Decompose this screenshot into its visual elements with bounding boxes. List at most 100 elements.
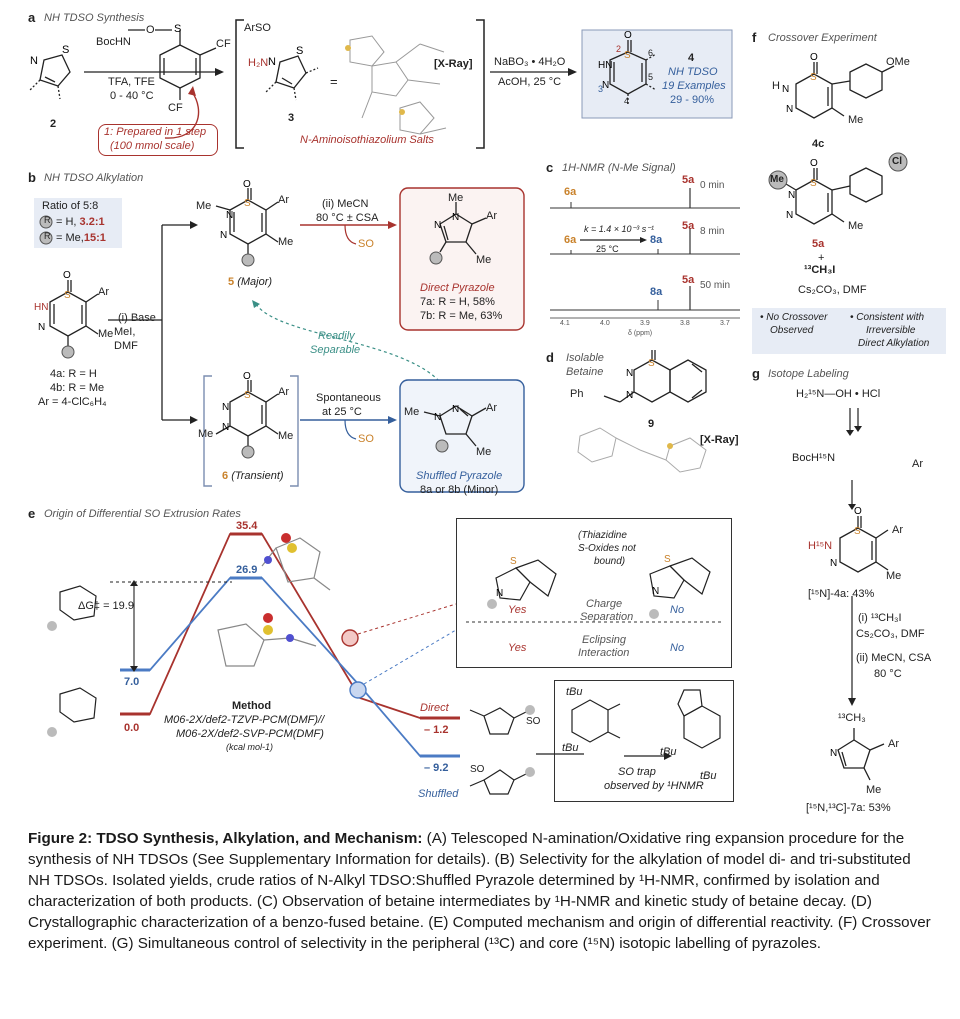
panel-b-label: b <box>28 170 36 185</box>
me-7-n: Me <box>448 192 464 204</box>
svg-text:N: N <box>38 322 45 333</box>
figure-caption: Figure 2: TDSO Synthesis, Alkylation, an… <box>28 828 933 954</box>
direct-pyrazole-title: Direct Pyrazole <box>420 282 495 294</box>
so-extrusion-2: SO <box>358 433 374 445</box>
svg-text:N: N <box>434 220 441 231</box>
isothiazole-2-structure <box>29 54 71 100</box>
salt-anion: ArSO <box>244 22 271 34</box>
nmr-axis-unit: δ (ppm) <box>628 330 653 337</box>
tbu-1: tBu <box>566 686 583 698</box>
ts-structure-2 <box>217 623 317 667</box>
nmr-5a-2: 5a <box>682 220 695 232</box>
nmr-rate: k = 1.4 × 10⁻³ s⁻¹ <box>584 224 655 234</box>
panel-g-label: g <box>752 366 760 381</box>
svg-text:N: N <box>602 80 609 91</box>
s-atom: S <box>62 44 69 56</box>
no-1: No <box>670 604 685 616</box>
so-trap-2: observed by ¹HNMR <box>604 780 704 792</box>
energy-0-0: 0.0 <box>124 722 140 734</box>
g-step-2a: (ii) MeCN, CSA <box>856 652 932 664</box>
ar-7: Ar <box>486 210 497 222</box>
energy-m1-2: – 1.2 <box>424 724 449 736</box>
cond-a2: 0 - 40 °C <box>110 90 154 102</box>
yes-2: Yes <box>508 642 527 654</box>
svg-text:HN: HN <box>598 60 612 71</box>
product-4-box <box>581 29 733 119</box>
direct-label: Direct <box>420 702 449 714</box>
svg-text:S: S <box>810 72 817 83</box>
betaine-6-structure <box>215 380 279 446</box>
svg-text:SO: SO <box>526 716 541 727</box>
cf3-bottom: CF <box>168 102 183 114</box>
svg-text:HN: HN <box>34 302 48 313</box>
svg-text:N: N <box>496 588 503 599</box>
ring-num-6: 6 <box>648 48 654 58</box>
svg-text:N: N <box>452 404 459 415</box>
thia-1: (Thiazidine <box>578 530 627 541</box>
r-circle-1: R <box>44 215 51 225</box>
svg-text:N: N <box>788 190 795 201</box>
cl-label: Cl <box>892 156 902 167</box>
mechanism-box <box>456 518 732 668</box>
ar-definition: Ar = 4-ClC₆H₄ <box>38 396 107 408</box>
oxidant-2: AcOH, 25 °C <box>498 76 562 88</box>
ar-4: Ar <box>98 286 109 298</box>
tbu-3: tBu <box>660 746 677 758</box>
step-1a: (i) Base <box>118 312 156 324</box>
panel-a-label: a <box>28 10 36 25</box>
so-trap-box <box>554 680 734 802</box>
ratio-line-2: = Me,15:1 <box>56 232 106 244</box>
plus-sign: + <box>818 252 825 264</box>
cond-a1: TFA, TFE <box>108 76 155 88</box>
ome-label: OMe <box>886 56 910 68</box>
salt-name: N-Aminoisothiazolium Salts <box>300 134 434 146</box>
svg-text:S: S <box>624 50 631 61</box>
cmpd-6-label: 6 (Transient) <box>222 470 284 482</box>
cmpd-4-label: 4 <box>688 52 695 64</box>
thia-3: bound) <box>594 556 626 567</box>
energy-26-9: 26.9 <box>236 564 258 576</box>
me-7: Me <box>476 254 492 266</box>
product-examples: 19 Examples <box>662 80 726 92</box>
svg-text:N: N <box>452 212 459 223</box>
me-8-n: Me <box>404 406 420 418</box>
h-label: H <box>772 80 780 92</box>
caption-f: (F) Crossover experiment. <box>28 914 931 952</box>
nmr-6a-1: 6a <box>564 186 577 198</box>
nmr-axis-ticks: 4.1 4.0 3.9 3.8 3.7 <box>560 320 730 327</box>
svg-text:N: N <box>626 368 633 379</box>
svg-text:N: N <box>786 210 793 221</box>
note-box <box>98 124 218 156</box>
method-2: M06-2X/def2-SVP-PCM(DMF) <box>176 728 324 740</box>
svg-text:S: S <box>296 45 303 57</box>
g-arf: Ar <box>912 458 923 470</box>
panel-a-scheme: S N S S N H₂N = <box>29 19 733 149</box>
cmpd-4b: 4b: R = Me <box>50 382 105 394</box>
svg-text:O: O <box>854 506 862 517</box>
svg-text:N: N <box>226 210 233 221</box>
yield-7a: 7a: R = H, 58% <box>420 296 495 308</box>
nmr-temp: 25 °C <box>596 244 619 254</box>
tbu-4: tBu <box>700 770 717 782</box>
svg-text:S: S <box>664 554 671 565</box>
energy-diagram <box>47 532 460 758</box>
cmpd-9-label: 9 <box>648 418 655 430</box>
ar-5: Ar <box>278 194 289 206</box>
me-8: Me <box>476 446 492 458</box>
panel-a-title: NH TDSO Synthesis <box>44 12 145 24</box>
svg-text:N: N <box>830 748 837 759</box>
energy-7-0: 7.0 <box>124 676 140 688</box>
caption-c: (C) Observation of betaine intermediates… <box>256 893 847 910</box>
svg-text:N: N <box>786 104 793 115</box>
g-step-1a: (i) ¹³CH₃I <box>858 612 902 624</box>
yield-8: 8a or 8b (Minor) <box>420 484 499 496</box>
me-4c: Me <box>848 114 864 126</box>
svg-text:O: O <box>810 52 818 63</box>
xray-structure <box>349 35 447 135</box>
caption-head: Figure 2: TDSO Synthesis, Alkylation, an… <box>28 830 423 847</box>
me-5a: Me <box>848 220 864 232</box>
yes-1: Yes <box>508 604 527 616</box>
svg-text:O: O <box>243 180 251 190</box>
xray-d-label: [X-Ray] <box>700 434 739 446</box>
svg-text:SO: SO <box>470 764 485 775</box>
